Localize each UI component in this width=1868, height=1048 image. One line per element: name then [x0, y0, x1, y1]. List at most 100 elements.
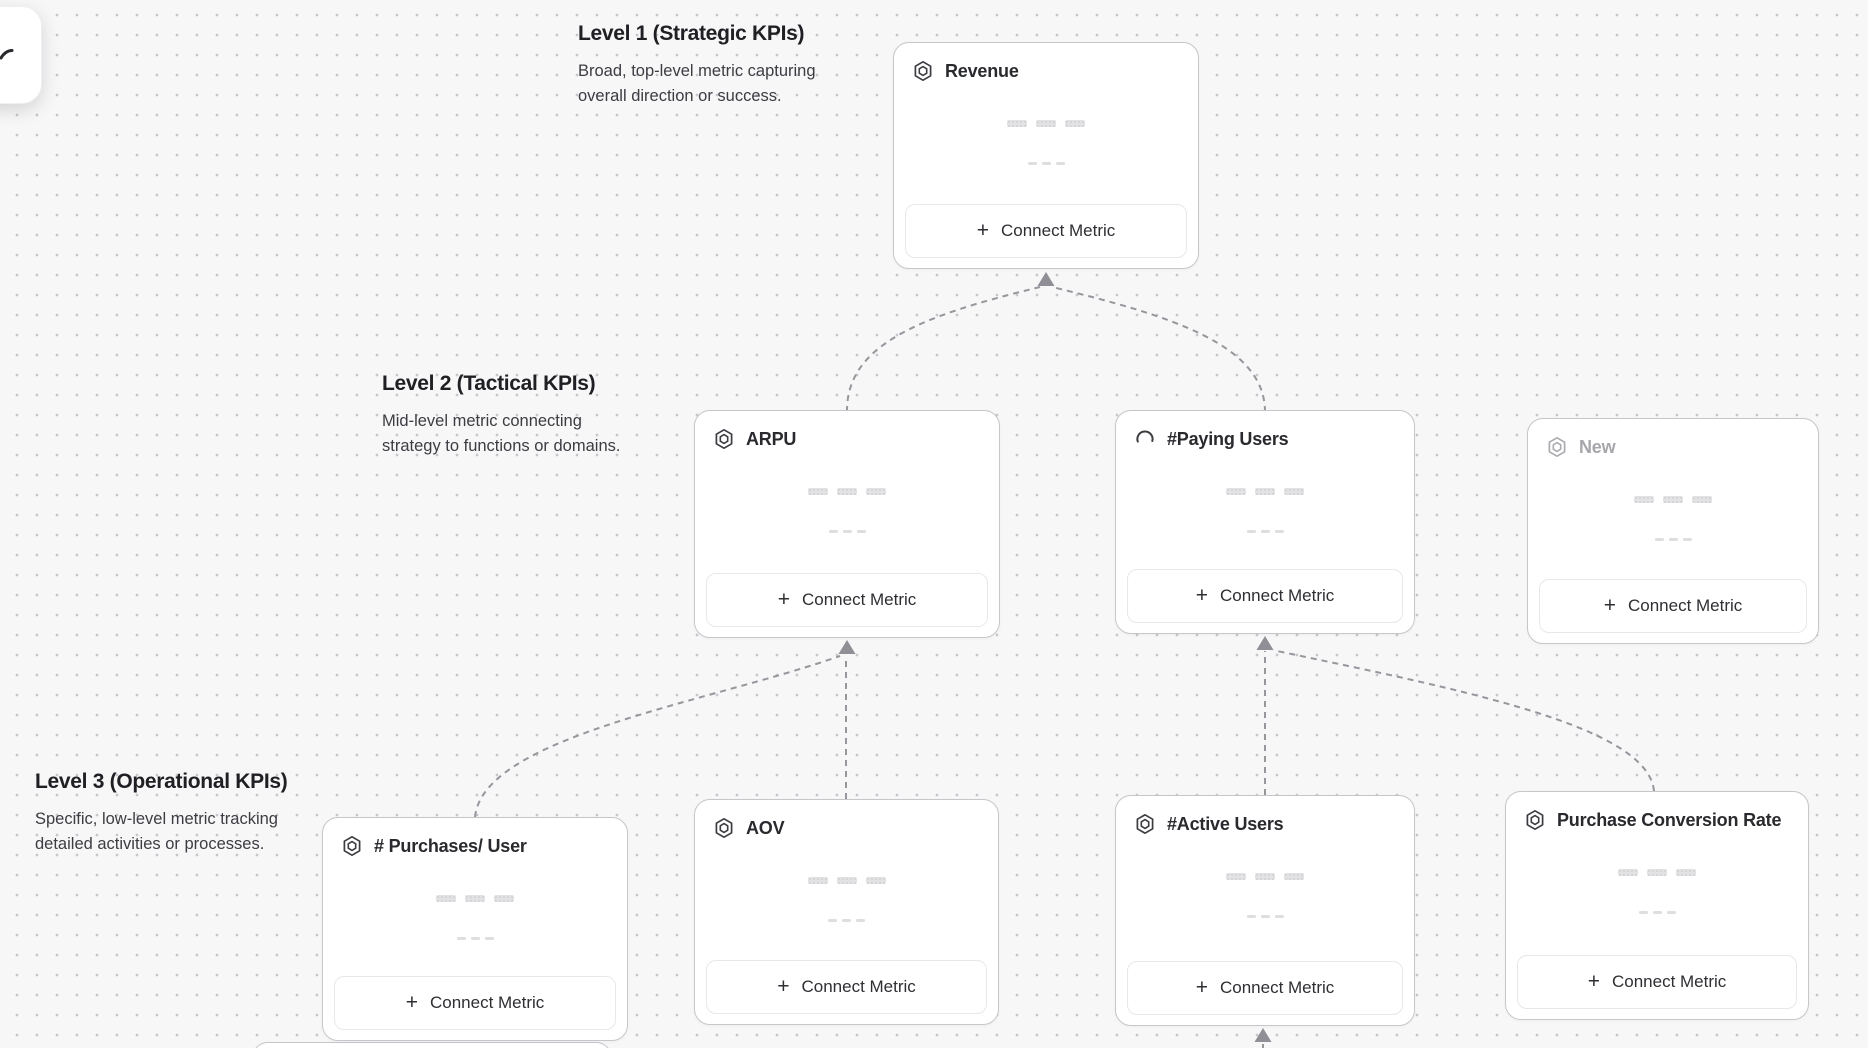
- card-header: #Active Users: [1116, 796, 1414, 835]
- skeleton-bar: [842, 919, 851, 922]
- skeleton-bar: [808, 488, 828, 495]
- card-header: ARPU: [695, 411, 999, 450]
- skeleton-bar: [1284, 873, 1304, 880]
- skeleton-bar: [1041, 162, 1051, 165]
- connect-metric-button[interactable]: + Connect Metric: [1127, 569, 1403, 623]
- skeleton-bar: [1246, 530, 1256, 533]
- skeleton-bar: [1007, 120, 1027, 127]
- level-2-description-line: strategy to functions or domains.: [382, 437, 621, 455]
- arrowhead-into-paying-users: [1256, 636, 1274, 650]
- skeleton-row: [894, 162, 1198, 165]
- plus-icon: +: [1587, 969, 1600, 993]
- card-title: AOV: [746, 817, 785, 838]
- metric-hexagon-icon: [1546, 436, 1568, 458]
- skeleton-row: [1116, 873, 1414, 880]
- skeleton-row: [695, 919, 998, 922]
- metric-hexagon-icon: [912, 60, 934, 82]
- skeleton-bar: [1618, 869, 1638, 876]
- plus-icon: +: [1195, 583, 1208, 607]
- metric-hexagon-icon: [1524, 809, 1546, 831]
- card-header: AOV: [695, 800, 998, 839]
- connect-metric-button[interactable]: + Connect Metric: [1539, 579, 1807, 633]
- skeleton-bar: [1255, 488, 1275, 495]
- metric-hexagon-icon: [713, 428, 735, 450]
- skeleton-row: [1506, 911, 1808, 914]
- kpi-card-revenue[interactable]: Revenue + Connect Metric: [893, 42, 1199, 269]
- kpi-card-arpu[interactable]: ARPU + Connect Metric: [694, 410, 1000, 638]
- arrowhead-into-revenue: [1037, 272, 1055, 286]
- skeleton-bar: [856, 919, 865, 922]
- skeleton-bar: [1654, 538, 1664, 541]
- connect-metric-button[interactable]: + Connect Metric: [706, 573, 988, 627]
- skeleton-bar: [1274, 530, 1284, 533]
- skeleton-bar: [1666, 911, 1676, 914]
- skeleton-bar: [1246, 915, 1256, 918]
- metric-hexagon-icon: [1134, 813, 1156, 835]
- kpi-card-active-users[interactable]: #Active Users + Connect Metric: [1115, 795, 1415, 1026]
- connector-purchase-conversion-rate-to-paying-users: [1276, 650, 1655, 792]
- skeleton-row: [1116, 488, 1414, 495]
- skeleton-bar: [828, 919, 837, 922]
- skeleton-bar: [1676, 869, 1696, 876]
- kpi-card-purchases-per-user[interactable]: # Purchases/ User + Connect Metric: [322, 817, 628, 1041]
- connector-purchases-per-user-to-arpu: [474, 655, 841, 818]
- cursor-tool-icon: [0, 49, 14, 60]
- kpi-card-new[interactable]: New + Connect Metric: [1527, 418, 1819, 644]
- card-title: New: [1579, 436, 1616, 457]
- skeleton-bar: [1260, 530, 1270, 533]
- card-title: # Purchases/ User: [374, 835, 527, 856]
- connect-metric-button[interactable]: + Connect Metric: [1127, 961, 1403, 1015]
- plus-icon: +: [1603, 593, 1616, 617]
- kpi-card-partial[interactable]: [252, 1042, 612, 1048]
- level-2-label: Level 2 (Tactical KPIs) Mid-level metric…: [382, 372, 620, 459]
- connector-paying-users-to-revenue: [1051, 286, 1266, 413]
- skeleton-bar: [1260, 915, 1270, 918]
- skeleton-row: [1116, 530, 1414, 533]
- kpi-card-aov[interactable]: AOV + Connect Metric: [694, 799, 999, 1025]
- skeleton-row: [323, 895, 627, 902]
- kpi-card-purchase-conversion-rate[interactable]: Purchase Conversion Rate + Connect Metri…: [1505, 791, 1809, 1020]
- connect-metric-button[interactable]: + Connect Metric: [1517, 955, 1797, 1009]
- card-title: Purchase Conversion Rate: [1557, 809, 1782, 830]
- skeleton-bar: [1274, 915, 1284, 918]
- metric-hexagon-icon: [713, 817, 735, 839]
- skeleton-row: [1528, 496, 1818, 503]
- skeleton-bar: [465, 895, 485, 902]
- connect-metric-button[interactable]: + Connect Metric: [706, 960, 987, 1014]
- connect-metric-button[interactable]: + Connect Metric: [905, 204, 1187, 258]
- skeleton-bar: [1226, 488, 1246, 495]
- level-3-label: Level 3 (Operational KPIs) Specific, low…: [35, 770, 288, 857]
- skeleton-row: [1528, 538, 1818, 541]
- skeleton-bar: [1036, 120, 1056, 127]
- skeleton-row: [695, 530, 999, 533]
- connect-metric-button[interactable]: + Connect Metric: [334, 976, 616, 1030]
- card-header: Purchase Conversion Rate: [1506, 792, 1808, 831]
- toolbar-panel[interactable]: [0, 6, 42, 104]
- plus-icon: +: [405, 990, 418, 1014]
- skeleton-bar: [807, 877, 828, 884]
- level-2-description-line: Mid-level metric connecting: [382, 412, 582, 430]
- arrowhead-into-active-users: [1254, 1028, 1272, 1042]
- kpi-card-paying-users[interactable]: #Paying Users + Connect Metric: [1115, 410, 1415, 634]
- skeleton-bar: [436, 895, 456, 902]
- level-1-label: Level 1 (Strategic KPIs) Broad, top-leve…: [578, 22, 816, 109]
- connector-arpu-to-revenue: [845, 286, 1041, 413]
- skeleton-bar: [1668, 538, 1678, 541]
- skeleton-bar: [866, 488, 886, 495]
- card-header: Revenue: [894, 43, 1198, 82]
- loading-spinner-icon: [1134, 428, 1156, 450]
- skeleton-bar: [1663, 496, 1683, 503]
- skeleton-bar: [1682, 538, 1692, 541]
- skeleton-bar: [494, 895, 514, 902]
- plus-icon: +: [1195, 975, 1208, 999]
- card-title: #Paying Users: [1167, 428, 1289, 449]
- skeleton-row: [894, 120, 1198, 127]
- card-title: #Active Users: [1167, 813, 1284, 834]
- skeleton-bar: [1027, 162, 1037, 165]
- skeleton-bar: [484, 937, 494, 940]
- skeleton-bar: [856, 530, 866, 533]
- skeleton-bar: [1255, 873, 1275, 880]
- skeleton-bar: [836, 877, 857, 884]
- skeleton-row: [323, 937, 627, 940]
